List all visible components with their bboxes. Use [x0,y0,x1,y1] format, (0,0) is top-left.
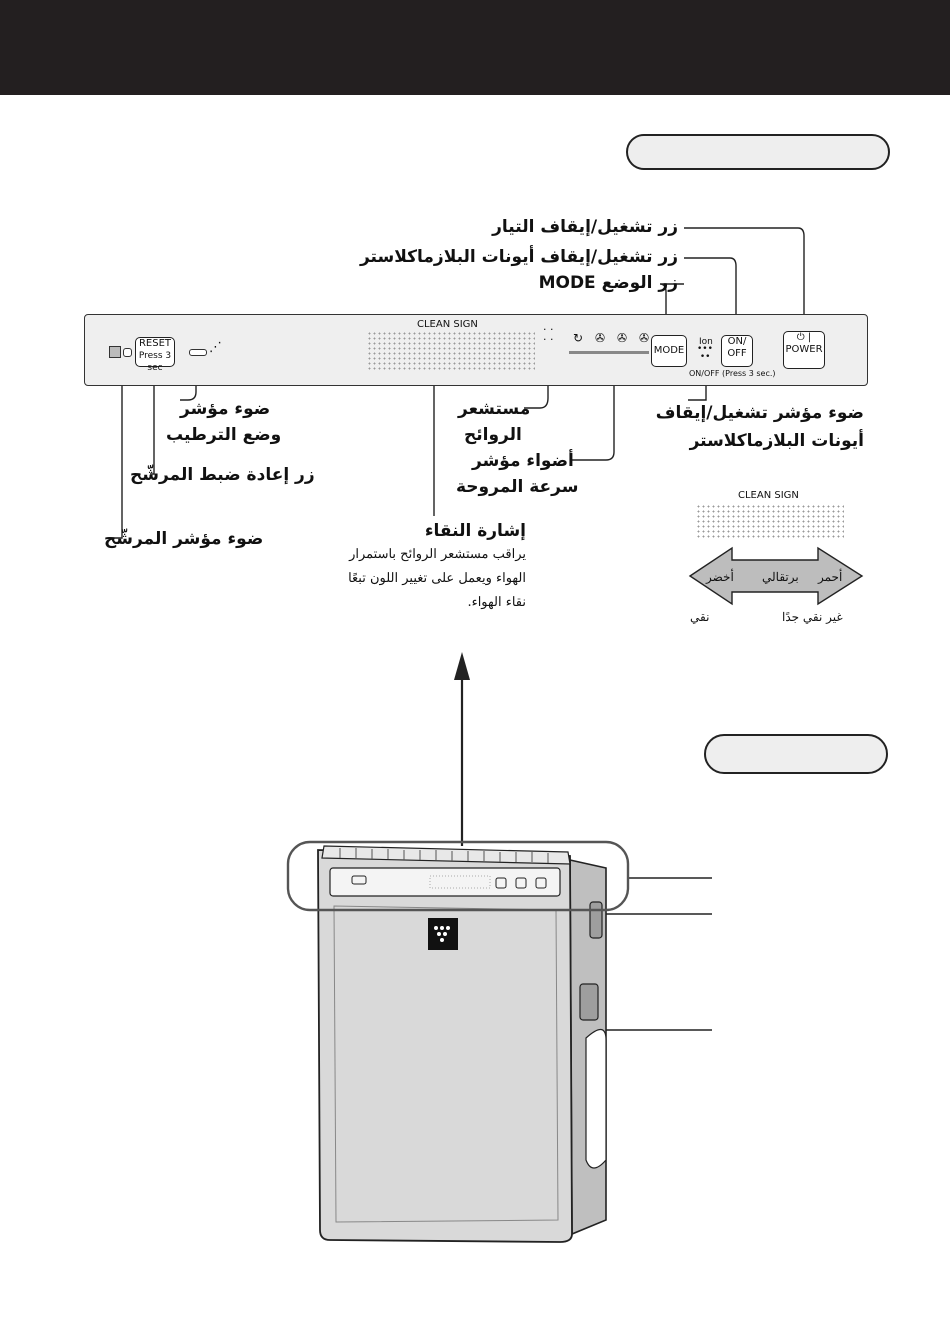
clean-sign-light [367,331,535,371]
section-pill-main-unit [704,734,888,774]
arrow-head-up-icon [454,652,470,680]
label-plasma-onoff-button: زر تشغيل/إيقاف أيونات البلازماكلاستر [359,247,678,267]
label-odor-sensor-2: الروائح [464,425,522,445]
label-plasma-light-2: أيونات البلازماكلاستر [689,431,864,451]
section-pill-panel [626,134,890,170]
control-panel: RESET Press 3 sec ⋰ CLEAN SIGN · ·· · ↻ … [84,314,868,386]
fan-mid-icon: ✇ [617,331,628,345]
mode-button[interactable]: MODE [651,335,687,367]
scale-clean-sign-light [696,504,844,538]
scale-red: أحمر [818,570,843,584]
header-bar [0,0,950,95]
label-clean-sign-title: إشارة النقاء [424,521,526,541]
scale-very-dirty: غير نقي جدًا [782,610,843,624]
fan-low-icon: ✇ [595,331,606,345]
power-button[interactable]: ⏻ | POWER [783,331,825,369]
humidify-indicator-light [189,349,207,356]
clean-sign-desc-1: يراقب مستشعر الروائح باستمرار [349,547,526,562]
reset-button-label: RESET [138,338,172,349]
label-fan-speed-2: سرعة المروحة [456,477,579,497]
scale-orange: برتقالي [762,570,799,584]
fan-high-icon: ✇ [639,331,650,345]
scale-green: أخضر [706,570,734,584]
label-power-button: زر تشغيل/إيقاف التيار [492,217,678,237]
air-purifier-unit-illustration [286,840,630,1243]
clean-sign-desc-2: الهواء ويعمل على تغيير اللون تبعًا [348,571,526,586]
label-fan-speed-1: أضواء مؤشر [472,451,574,471]
onoff-line1: ON/ [727,336,747,347]
label-filter-reset: زر إعادة ضبط المرشّح [130,465,315,485]
plasma-onoff-button[interactable]: ON/ OFF [721,335,753,367]
reset-button-sublabel: Press 3 sec [138,351,172,373]
scale-title: CLEAN SIGN [738,490,799,501]
label-humidify-light-1: ضوء مؤشر [180,399,271,419]
filter-indicator-light [123,348,132,357]
fan-speed-lights [569,351,649,354]
ion-label: Ion [699,337,713,347]
clean-sign-caption: CLEAN SIGN [417,319,478,330]
clean-sign-desc-3: نقاء الهواء. [467,595,526,610]
plasma-indicator-light: ••• •• [697,344,713,362]
power-icon: ⏻ | [796,332,812,343]
onoff-line2: OFF [727,348,747,359]
clean-sign-scale-arrow [688,546,864,606]
odor-sensor-icon: · ·· · [543,323,554,346]
humidify-icon: ⋰ [209,340,222,355]
fan-auto-icon: ↻ [573,331,584,345]
scale-clean: نقي [690,610,710,624]
power-button-label: POWER [785,344,823,355]
filter-light-icon [109,346,121,358]
label-filter-light: ضوء مؤشر المرشّح [104,529,264,549]
label-plasma-light-1: ضوء مؤشر تشغيل/إيقاف [655,403,864,423]
label-odor-sensor-1: مستشعر [458,399,531,419]
label-mode-button: زر الوضع MODE [538,273,678,293]
ion-onoff-caption: ON/OFF (Press 3 sec.) [689,369,776,378]
reset-button[interactable]: RESET Press 3 sec [135,337,175,373]
label-humidify-light-2: وضع الترطيب [166,425,282,445]
